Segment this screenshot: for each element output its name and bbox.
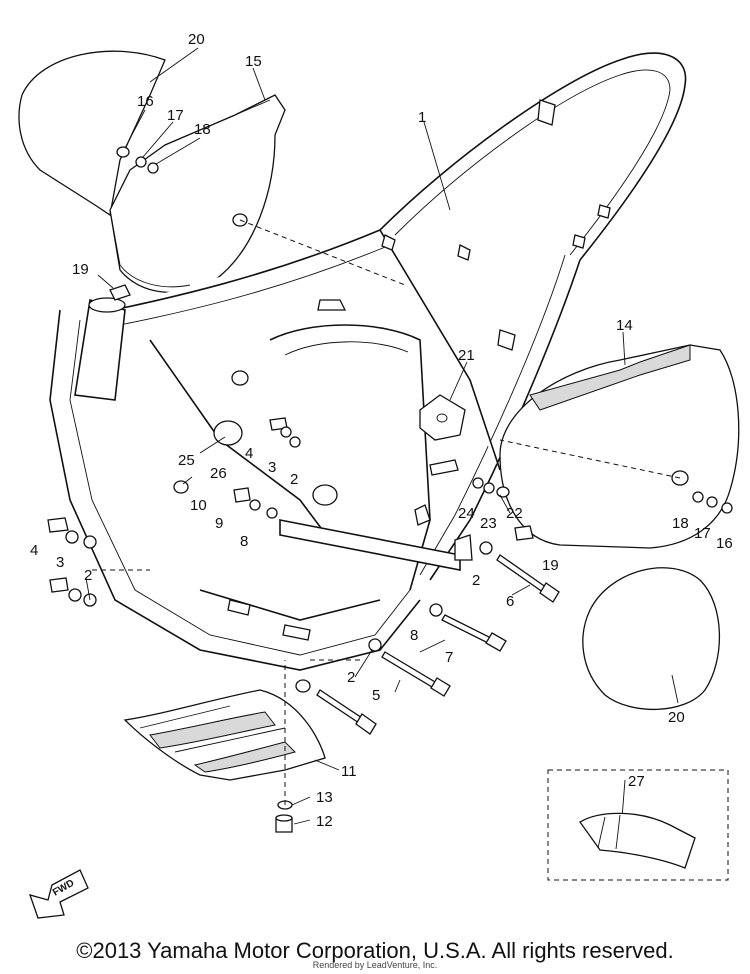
callout-17-left: 17 — [167, 107, 184, 124]
watermark-text: Rendered by LeadVenture, Inc. — [312, 960, 438, 970]
callout-22: 22 — [506, 505, 523, 522]
callout-23: 23 — [480, 515, 497, 532]
bolt-7 — [381, 651, 451, 697]
callout-25: 25 — [178, 452, 195, 469]
callout-14: 14 — [616, 317, 633, 334]
callout-4-center: 4 — [245, 445, 253, 462]
callout-20-bottom: 20 — [668, 709, 685, 726]
callout-4-left: 4 — [30, 542, 38, 559]
callout-8-center: 8 — [240, 533, 248, 550]
callout-27: 27 — [628, 773, 645, 790]
callout-5: 5 — [372, 687, 380, 704]
callout-6: 6 — [506, 593, 514, 610]
bolt-6 — [496, 554, 560, 603]
callout-19-left: 19 — [72, 261, 89, 278]
inset-box-part-27 — [547, 769, 729, 881]
hardware-small-parts — [47, 146, 733, 833]
callout-2-center: 2 — [290, 471, 298, 488]
callout-2-lower: 2 — [347, 669, 355, 686]
callout-18-left: 18 — [194, 121, 211, 138]
skid-plate — [123, 689, 326, 781]
callout-21: 21 — [458, 347, 475, 364]
main-frame — [49, 52, 687, 671]
number-plate-right — [582, 567, 721, 711]
callout-16-right: 16 — [716, 535, 733, 552]
callout-2-right: 2 — [472, 572, 480, 589]
bolt-7b — [441, 614, 507, 652]
callout-13: 13 — [316, 789, 333, 806]
callout-15: 15 — [245, 53, 262, 70]
callout-26: 26 — [210, 465, 227, 482]
callout-8-right: 8 — [410, 627, 418, 644]
side-cover-left — [109, 94, 286, 293]
number-plate-left — [18, 50, 166, 217]
callout-11: 11 — [341, 763, 357, 780]
bolt-5 — [316, 689, 377, 735]
callout-3-left: 3 — [56, 554, 64, 571]
side-cover-right — [499, 344, 740, 549]
callout-24: 24 — [458, 505, 475, 522]
callout-17-right: 17 — [694, 525, 711, 542]
callout-1: 1 — [418, 109, 426, 126]
forward-arrow-icon: FWD — [28, 869, 89, 919]
callout-18-right: 18 — [672, 515, 689, 532]
callout-3-center: 3 — [268, 459, 276, 476]
callout-19-right: 19 — [542, 557, 559, 574]
callout-20-top: 20 — [188, 31, 205, 48]
leader-lines — [85, 47, 679, 825]
callout-2-left: 2 — [84, 567, 92, 584]
callout-16-left: 16 — [137, 93, 154, 110]
callout-9: 9 — [215, 515, 223, 532]
bracket-21 — [419, 394, 466, 441]
callout-7: 7 — [445, 649, 453, 666]
callout-labels: 20 15 16 17 18 1 19 14 21 25 4 3 2 26 10… — [30, 31, 733, 830]
copyright-notice: ©2013 Yamaha Motor Corporation, U.S.A. A… — [76, 938, 674, 963]
callout-12: 12 — [316, 813, 333, 830]
callout-10: 10 — [190, 497, 207, 514]
assembly-center-lines — [92, 219, 681, 805]
